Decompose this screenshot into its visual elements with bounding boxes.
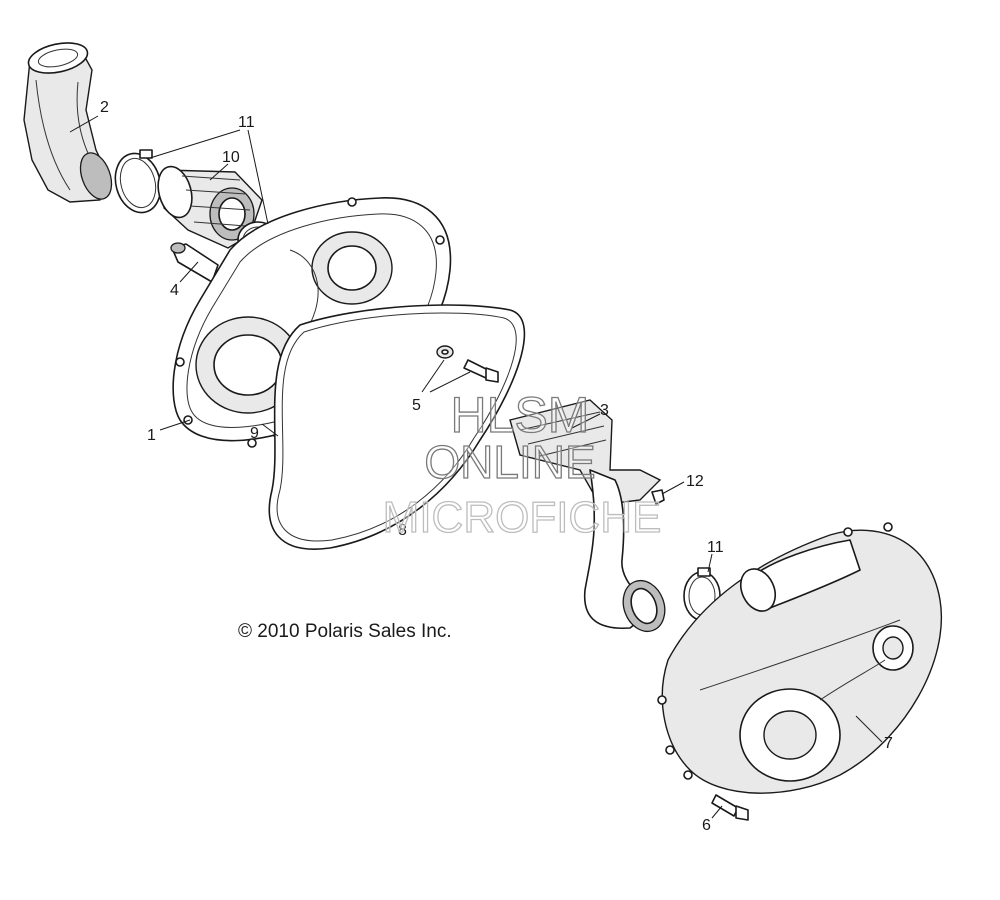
callout-labels: 2 11 10 4 1 9 5 8 3 12 11 7 6 (100, 99, 893, 834)
bolt-part-6[interactable] (711, 794, 749, 821)
bolt-part-5[interactable] (463, 359, 499, 383)
callout-2: 2 (100, 99, 109, 116)
watermark: HLSM ONLINE MICROFICHE (382, 386, 662, 542)
callout-5: 5 (412, 397, 421, 414)
outlet-duct-part-3[interactable] (509, 399, 672, 637)
callout-4: 4 (170, 282, 179, 299)
callout-11-top: 11 (238, 114, 255, 131)
fitting-part-4[interactable] (170, 242, 219, 283)
intake-duct-part-2[interactable] (23, 38, 117, 203)
callout-8: 8 (398, 522, 407, 539)
screw-part-12[interactable] (651, 489, 665, 505)
washer-part-5[interactable] (436, 345, 454, 359)
callout-9: 9 (250, 425, 259, 442)
callout-7: 7 (884, 735, 893, 752)
watermark-line-2: ONLINE (424, 436, 595, 488)
outer-clutch-cover-part-7[interactable] (657, 522, 942, 794)
callout-6: 6 (702, 817, 711, 834)
intake-boot-part-10[interactable] (153, 163, 263, 249)
callout-11-bottom: 11 (707, 539, 724, 556)
watermark-line-3: MICROFICHE (383, 493, 662, 542)
copyright-text: © 2010 Polaris Sales Inc. (238, 621, 452, 642)
leader-lines (69, 115, 883, 819)
callout-3: 3 (600, 402, 609, 419)
callout-10: 10 (222, 149, 240, 166)
watermark-line-1: HLSM (451, 387, 590, 443)
drive-belt-part-8[interactable] (268, 304, 526, 550)
callout-12: 12 (686, 473, 704, 490)
hose-clamp-part-11-left[interactable] (109, 148, 167, 217)
callout-1: 1 (147, 427, 156, 444)
